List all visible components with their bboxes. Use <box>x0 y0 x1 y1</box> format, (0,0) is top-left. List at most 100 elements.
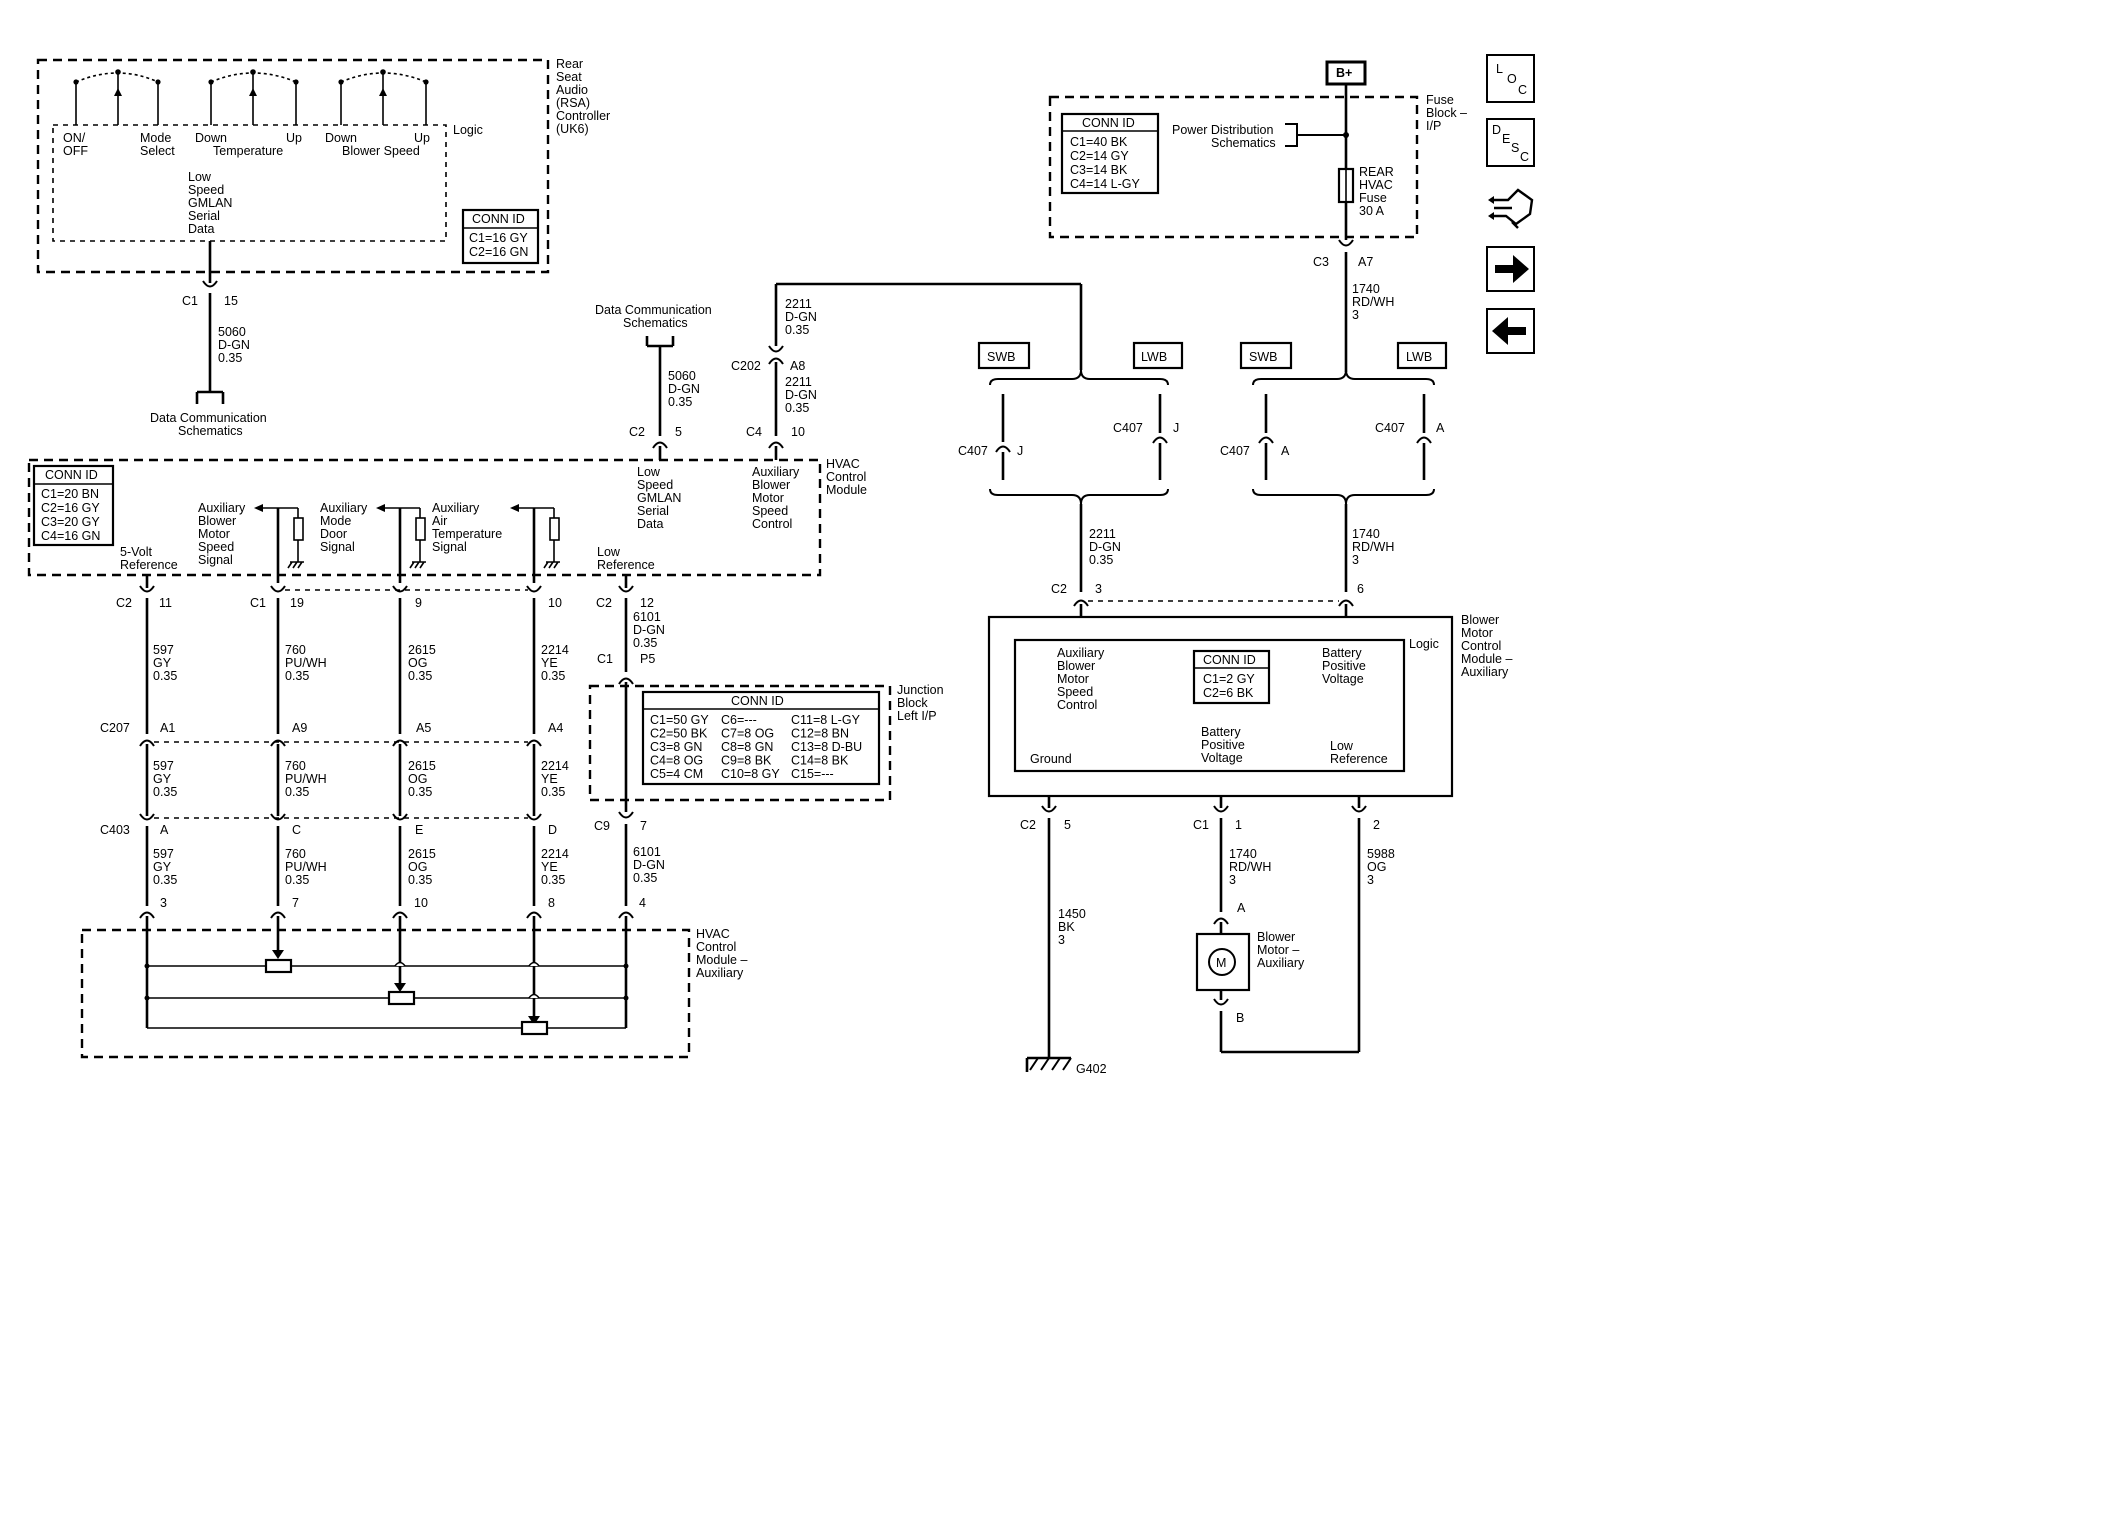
svg-text:C1=40 BK: C1=40 BK <box>1070 135 1128 149</box>
svg-text:C4: C4 <box>746 425 762 439</box>
svg-text:C: C <box>292 823 301 837</box>
swb-lwb-left: SWB LWB C407 J C407 J <box>958 284 1184 505</box>
desc-button[interactable]: D E S C <box>1486 118 1535 167</box>
loc-button[interactable]: L O C <box>1486 54 1535 103</box>
arrow-right-icon <box>1495 255 1529 283</box>
temp-down-label: Down <box>195 131 227 145</box>
svg-text:L: L <box>1496 62 1503 76</box>
signal-pullup-mode <box>376 504 426 583</box>
rsa-switch-on-off <box>73 69 161 125</box>
svg-text:C1=16 GY: C1=16 GY <box>469 231 528 245</box>
svg-text:C4=14 L-GY: C4=14 L-GY <box>1070 177 1140 191</box>
svg-text:C2=14 GY: C2=14 GY <box>1070 149 1129 163</box>
svg-text:CONN ID: CONN ID <box>45 468 98 482</box>
on-off-label: ON/OFF <box>63 131 88 158</box>
svg-text:C2: C2 <box>1020 818 1036 832</box>
svg-text:S: S <box>1511 141 1519 155</box>
svg-text:O: O <box>1507 72 1517 86</box>
svg-text:C2: C2 <box>596 596 612 610</box>
svg-text:E: E <box>415 823 423 837</box>
previous-page-button[interactable] <box>1486 308 1535 354</box>
svg-text:A7: A7 <box>1358 255 1373 269</box>
svg-text:C2: C2 <box>629 425 645 439</box>
motor-icon: M <box>1216 956 1226 970</box>
svg-text:10: 10 <box>791 425 805 439</box>
svg-text:A: A <box>1237 901 1246 915</box>
arrow-left-icon <box>1492 317 1526 345</box>
svg-text:J: J <box>1017 444 1023 458</box>
svg-text:C3=20 GY: C3=20 GY <box>41 515 100 529</box>
svg-text:A: A <box>1281 444 1290 458</box>
svg-text:A9: A9 <box>292 721 307 735</box>
svg-text:CONN ID: CONN ID <box>472 212 525 226</box>
svg-text:C1: C1 <box>597 652 613 666</box>
swb-lwb-right: SWB LWB C407 A C407 A <box>1220 341 1448 505</box>
svg-text:8: 8 <box>548 896 555 910</box>
svg-text:9: 9 <box>415 596 422 610</box>
hvac-conn-id: CONN ID C1=20 BN C2=16 GY C3=20 GY C4=16… <box>32 464 115 547</box>
blower-up-label: Up <box>414 131 430 145</box>
signal-pullup-blower <box>254 504 304 583</box>
svg-text:15: 15 <box>224 294 238 308</box>
svg-text:CONN ID: CONN ID <box>731 694 784 708</box>
rsa-conn-id: CONN ID C1=16 GY C2=16 GN <box>461 208 540 265</box>
rsa-switch-blower <box>338 69 429 125</box>
svg-text:Ground: Ground <box>1030 752 1072 766</box>
svg-text:C3=14 BK: C3=14 BK <box>1070 163 1128 177</box>
next-page-button[interactable] <box>1486 246 1535 292</box>
svg-text:C1: C1 <box>250 596 266 610</box>
svg-text:SWB: SWB <box>987 350 1015 364</box>
svg-text:C407: C407 <box>1375 421 1405 435</box>
svg-text:3: 3 <box>160 896 167 910</box>
svg-text:10: 10 <box>548 596 562 610</box>
svg-text:C1=20 BN: C1=20 BN <box>41 487 99 501</box>
rsa-logic-label: Logic <box>453 123 483 137</box>
svg-text:C2: C2 <box>1051 582 1067 596</box>
svg-text:D: D <box>548 823 557 837</box>
svg-text:11: 11 <box>159 596 172 610</box>
connector-icon-button[interactable] <box>1488 188 1534 229</box>
svg-text:C1: C1 <box>182 294 198 308</box>
svg-text:B: B <box>1236 1011 1244 1025</box>
svg-text:7: 7 <box>640 819 647 833</box>
svg-text:6: 6 <box>1357 582 1364 596</box>
svg-text:5: 5 <box>1064 818 1071 832</box>
svg-text:5: 5 <box>675 425 682 439</box>
svg-text:12: 12 <box>640 596 654 610</box>
